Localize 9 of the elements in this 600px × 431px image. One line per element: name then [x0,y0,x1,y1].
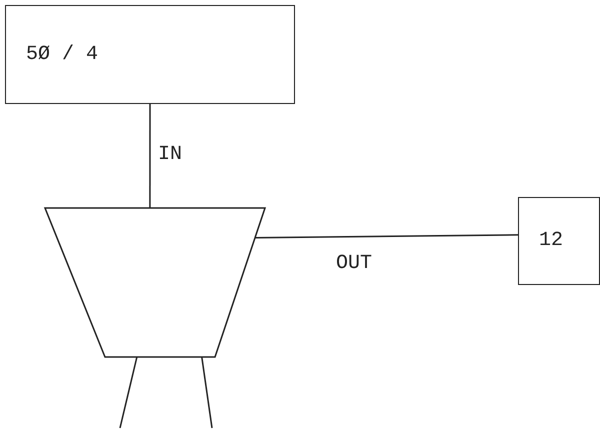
connector-line [149,104,151,208]
connector-line [201,356,213,428]
box-label: 12 [539,228,564,254]
box-label: 5Ø / 4 [26,42,100,68]
connector-line [119,356,138,428]
process-box [5,5,295,104]
trapezoid-shape [45,208,265,357]
process-box [518,197,600,285]
connector-line [255,234,518,239]
